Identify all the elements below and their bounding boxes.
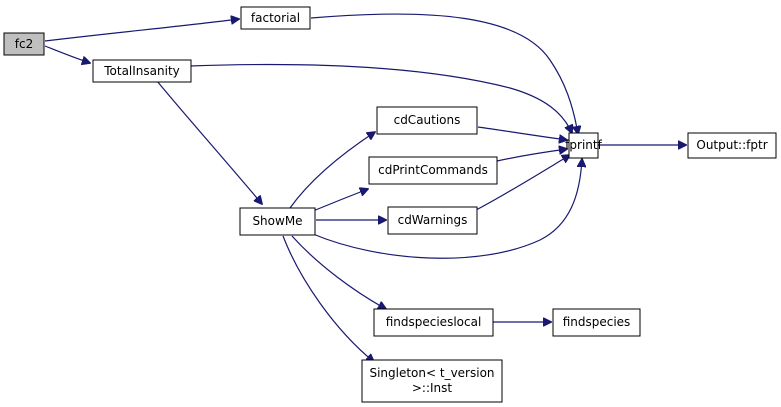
edge-cdwarnings-fprintf	[475, 155, 570, 211]
edge-showme-singleton	[282, 235, 374, 362]
node-cdprintcommands[interactable]: cdPrintCommands	[368, 156, 498, 185]
node-findspecies-label: findspecies	[563, 315, 631, 329]
node-factorial[interactable]: factorial	[240, 6, 311, 30]
node-fprintf[interactable]: fprintf	[565, 132, 603, 159]
edge-cdprintcommands-fprintf	[496, 149, 567, 162]
edges	[44, 13, 686, 362]
node-showme[interactable]: ShowMe	[239, 207, 316, 236]
node-fc2-label: fc2	[15, 37, 33, 51]
node-totalinsanity-label: TotalInsanity	[103, 64, 180, 78]
edge-fc2-factorial	[44, 19, 239, 42]
edge-fc2-totalinsanity	[44, 45, 90, 63]
node-cdcautions[interactable]: cdCautions	[376, 106, 478, 135]
node-totalinsanity[interactable]: TotalInsanity	[92, 59, 192, 83]
edge-factorial-fprintf	[310, 13, 578, 134]
nodes: fc2 factorial TotalInsanity ShowMe cdCau…	[3, 6, 777, 403]
node-showme-label: ShowMe	[252, 214, 302, 228]
node-cdwarnings[interactable]: cdWarnings	[387, 206, 478, 235]
node-outputfptr-label: Output::fptr	[696, 138, 767, 152]
node-findspecieslocal[interactable]: findspecieslocal	[373, 308, 494, 337]
node-findspecieslocal-label: findspecieslocal	[386, 315, 482, 329]
node-singleton-label-line1: Singleton< t_version	[369, 366, 494, 380]
node-findspecies[interactable]: findspecies	[552, 308, 641, 337]
edge-showme-cdcautions	[289, 132, 375, 209]
node-singleton-label-line2: >::Inst	[412, 381, 453, 395]
node-fc2[interactable]: fc2	[3, 32, 45, 56]
node-outputfptr[interactable]: Output::fptr	[687, 132, 777, 159]
node-cdcautions-label: cdCautions	[394, 113, 461, 127]
edge-totalinsanity-showme	[156, 80, 262, 204]
node-singleton[interactable]: Singleton< t_version >::Inst	[361, 359, 503, 403]
node-fprintf-label: fprintf	[565, 138, 602, 152]
node-factorial-label: factorial	[251, 11, 300, 25]
edge-cdcautions-fprintf	[477, 126, 567, 140]
edge-showme-cdprintcommands	[312, 189, 368, 212]
node-cdprintcommands-label: cdPrintCommands	[378, 163, 488, 177]
edge-showme-fprintf	[312, 159, 582, 259]
edge-showme-findspecieslocal	[291, 235, 386, 309]
node-cdwarnings-label: cdWarnings	[398, 213, 468, 227]
edge-totalinsanity-fprintf	[189, 63, 572, 133]
